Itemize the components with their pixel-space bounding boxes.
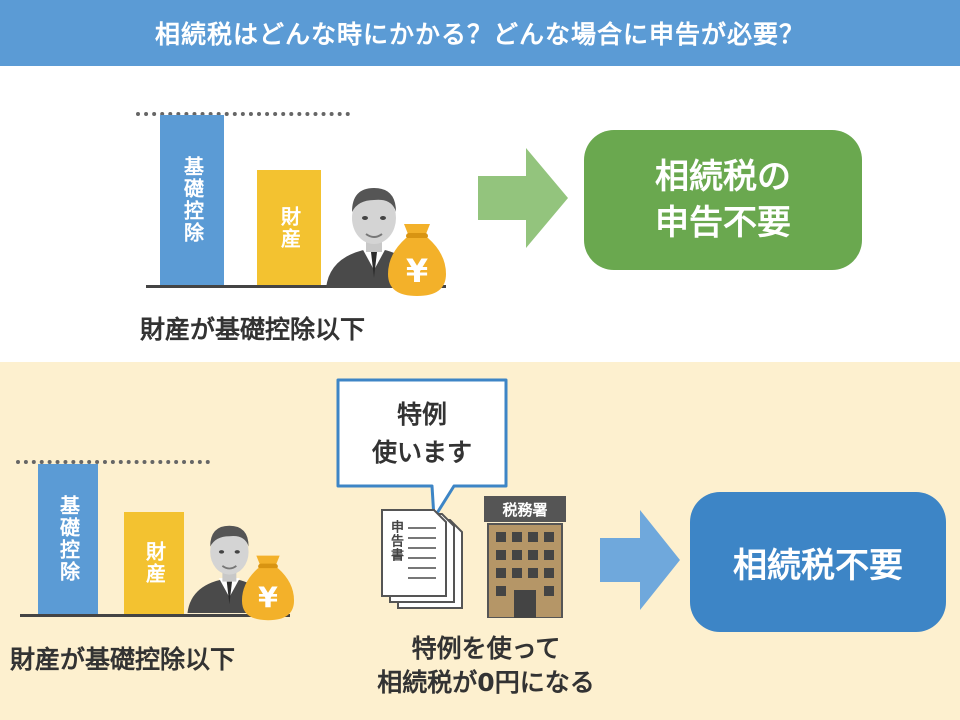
deduction-bar-2: 基礎控除 bbox=[38, 464, 98, 614]
result-line-2: 申告不要 bbox=[655, 203, 791, 243]
result-text: 相続税不要 bbox=[733, 545, 903, 586]
yen-symbol-2: ¥ bbox=[258, 581, 278, 615]
document-icon bbox=[381, 509, 463, 609]
money-bag-icon-2: ¥ bbox=[241, 555, 295, 621]
deduction-threshold-line bbox=[136, 112, 350, 116]
assets-bar-2: 財産 bbox=[124, 512, 184, 614]
deduction-bar-label-2: 基礎控除 bbox=[56, 495, 81, 583]
chart-baseline bbox=[146, 285, 446, 288]
assets-bar: 財産 bbox=[257, 170, 321, 285]
assets-bar-label-2: 財産 bbox=[142, 541, 167, 585]
money-bag-icon: ¥ bbox=[388, 224, 446, 296]
result-tax-not-required: 相続税不要 bbox=[690, 492, 946, 632]
bubble-line-2: 使います bbox=[371, 438, 472, 467]
tax-office-label: 税務署 bbox=[502, 500, 548, 519]
elderly-person-icon-2 bbox=[187, 525, 272, 613]
result-no-filing: 相続税の 申告不要 bbox=[584, 130, 862, 270]
center-caption-line-1: 特例を使って bbox=[411, 634, 561, 663]
speech-bubble bbox=[336, 378, 508, 520]
top-caption: 財産が基礎控除以下 bbox=[140, 315, 366, 344]
page-title: 相続税はどんな時にかかる？どんな場合に申告が必要？ bbox=[154, 20, 805, 49]
yen-symbol: ¥ bbox=[406, 252, 428, 290]
chart-baseline-2 bbox=[20, 614, 290, 617]
deduction-threshold-line-2 bbox=[16, 460, 210, 464]
deduction-bar-label: 基礎控除 bbox=[180, 156, 205, 244]
tax-office-icon bbox=[484, 496, 566, 618]
center-caption-line-2: 相続税が0円になる bbox=[377, 668, 595, 697]
speech-bubble-text: 特例 使います bbox=[338, 396, 506, 472]
bottom-caption: 財産が基礎控除以下 bbox=[10, 645, 236, 674]
arrow-right-icon bbox=[478, 148, 568, 248]
result-line-1: 相続税の bbox=[655, 157, 791, 197]
deduction-bar: 基礎控除 bbox=[160, 115, 224, 285]
bubble-line-1: 特例 bbox=[396, 400, 447, 429]
title-bar: 相続税はどんな時にかかる？どんな場合に申告が必要？ bbox=[0, 0, 960, 66]
document-label: 申告書 bbox=[388, 520, 403, 562]
assets-bar-label: 財産 bbox=[277, 205, 302, 250]
arrow-right-icon-2 bbox=[600, 510, 680, 610]
special-provision-caption: 特例を使って 相続税が0円になる bbox=[336, 632, 636, 700]
